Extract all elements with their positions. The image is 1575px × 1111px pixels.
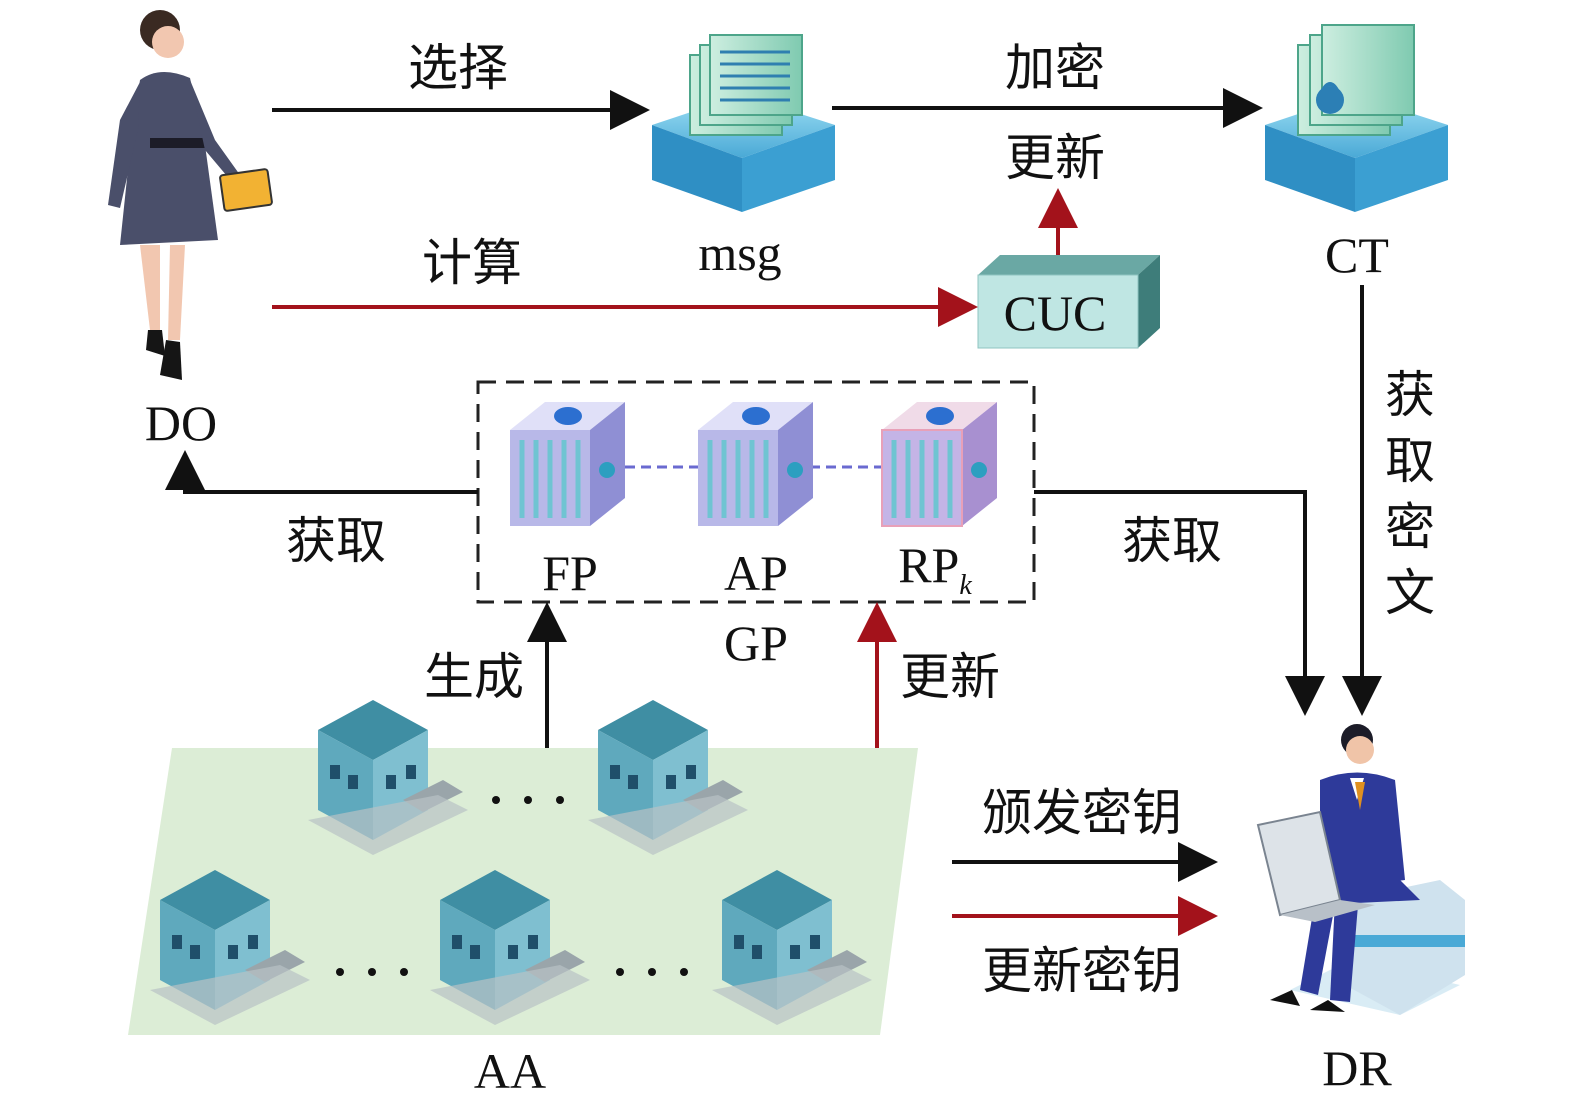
obtain-left-arrow: [165, 450, 478, 494]
obtain-left-label: 获取: [286, 512, 386, 570]
generate-label: 生成: [424, 648, 524, 706]
dr-label: DR: [1322, 1040, 1392, 1096]
update-key-label: 更新密钥: [982, 942, 1182, 1000]
cuc-box-icon: [977, 255, 1160, 349]
update-top-label: 更新: [1005, 129, 1105, 187]
ct-label: CT: [1325, 227, 1389, 283]
woman-with-tablet-icon: [108, 10, 273, 380]
aa-label: AA: [474, 1043, 546, 1099]
building-icon: [308, 700, 468, 855]
obtain-ciphertext-char-4: 文: [1385, 564, 1435, 622]
ap-label: AP: [724, 545, 788, 601]
update-mid-label: 更新: [900, 648, 1000, 706]
fp-cube-icon: [510, 402, 625, 526]
building-icon: [588, 700, 748, 855]
rp-cube-icon: [881, 402, 997, 527]
fp-label: FP: [542, 545, 598, 601]
obtain-right-label: 获取: [1122, 512, 1222, 570]
man-with-laptop-icon: [1256, 724, 1465, 1015]
obtain-ciphertext-char-3: 密: [1385, 498, 1435, 556]
building-icon: [712, 870, 872, 1025]
select-label: 选择: [408, 39, 508, 97]
obtain-ciphertext-char-1: 获: [1385, 366, 1435, 424]
obtain-ciphertext-char-2: 取: [1385, 432, 1435, 490]
do-label: DO: [145, 395, 217, 451]
issue-key-label: 颁发密钥: [982, 784, 1182, 842]
msg-label: msg: [698, 225, 781, 281]
rp-subscript: k: [959, 570, 972, 601]
compute-label: 计算: [422, 234, 522, 292]
obtain-right-arrow: [1034, 490, 1325, 716]
encrypt-label: 加密: [1005, 39, 1105, 97]
building-icon: [150, 870, 310, 1025]
rp-label: RPk: [898, 537, 972, 601]
gp-label: GP: [724, 615, 788, 671]
building-icon: [430, 870, 590, 1025]
document-server-icon: [652, 34, 835, 212]
rp-main: RP: [898, 537, 959, 593]
ap-cube-icon: [698, 402, 813, 526]
encrypted-document-server-icon: [1265, 24, 1448, 212]
cuc-label: CUC: [1004, 285, 1107, 341]
ellipsis-dots: [336, 796, 688, 976]
